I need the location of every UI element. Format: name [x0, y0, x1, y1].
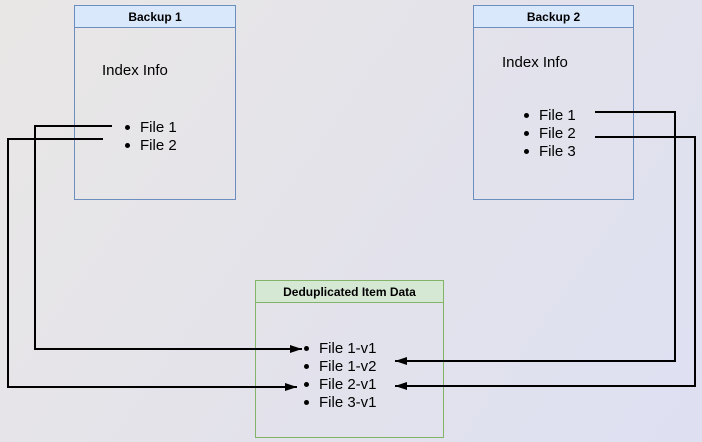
list-item-label: File 2: [539, 124, 576, 142]
backup2-box: Backup 2: [473, 5, 634, 200]
list-item-label: File 1-v2: [319, 357, 377, 375]
list-item-label: File 2-v1: [319, 375, 377, 393]
backup1-box: Backup 1: [74, 5, 236, 200]
list-item: File 1-v2: [304, 357, 377, 375]
list-item-label: File 1-v1: [319, 339, 377, 357]
list-item: File 2: [125, 136, 177, 154]
bullet-icon: [524, 148, 529, 154]
bullet-icon: [304, 399, 309, 405]
list-item-label: File 3-v1: [319, 393, 377, 411]
bullet-icon: [304, 381, 309, 387]
backup2-index-info-label: Index Info: [502, 54, 568, 71]
backup2-title: Backup 2: [526, 9, 581, 24]
bullet-icon: [125, 124, 130, 130]
bullet-icon: [304, 363, 309, 369]
bullet-icon: [125, 142, 130, 148]
dedup-title: Deduplicated Item Data: [283, 284, 416, 299]
list-item: File 1: [125, 118, 177, 136]
list-item-label: File 1: [539, 106, 576, 124]
backup1-index-info-label: Index Info: [102, 62, 168, 79]
list-item: File 2: [524, 124, 576, 142]
bullet-icon: [524, 112, 529, 118]
list-item-label: File 2: [140, 136, 177, 154]
bullet-icon: [304, 345, 309, 351]
list-item: File 3-v1: [304, 393, 377, 411]
list-item: File 1-v1: [304, 339, 377, 357]
list-item: File 3: [524, 142, 576, 160]
backup2-header: Backup 2: [474, 6, 633, 28]
dedup-header: Deduplicated Item Data: [256, 281, 443, 303]
list-item: File 2-v1: [304, 375, 377, 393]
bullet-icon: [524, 130, 529, 136]
backup1-title: Backup 1: [128, 9, 182, 24]
list-item-label: File 3: [539, 142, 576, 160]
list-item: File 1: [524, 106, 576, 124]
backup1-header: Backup 1: [75, 6, 235, 28]
list-item-label: File 1: [140, 118, 177, 136]
